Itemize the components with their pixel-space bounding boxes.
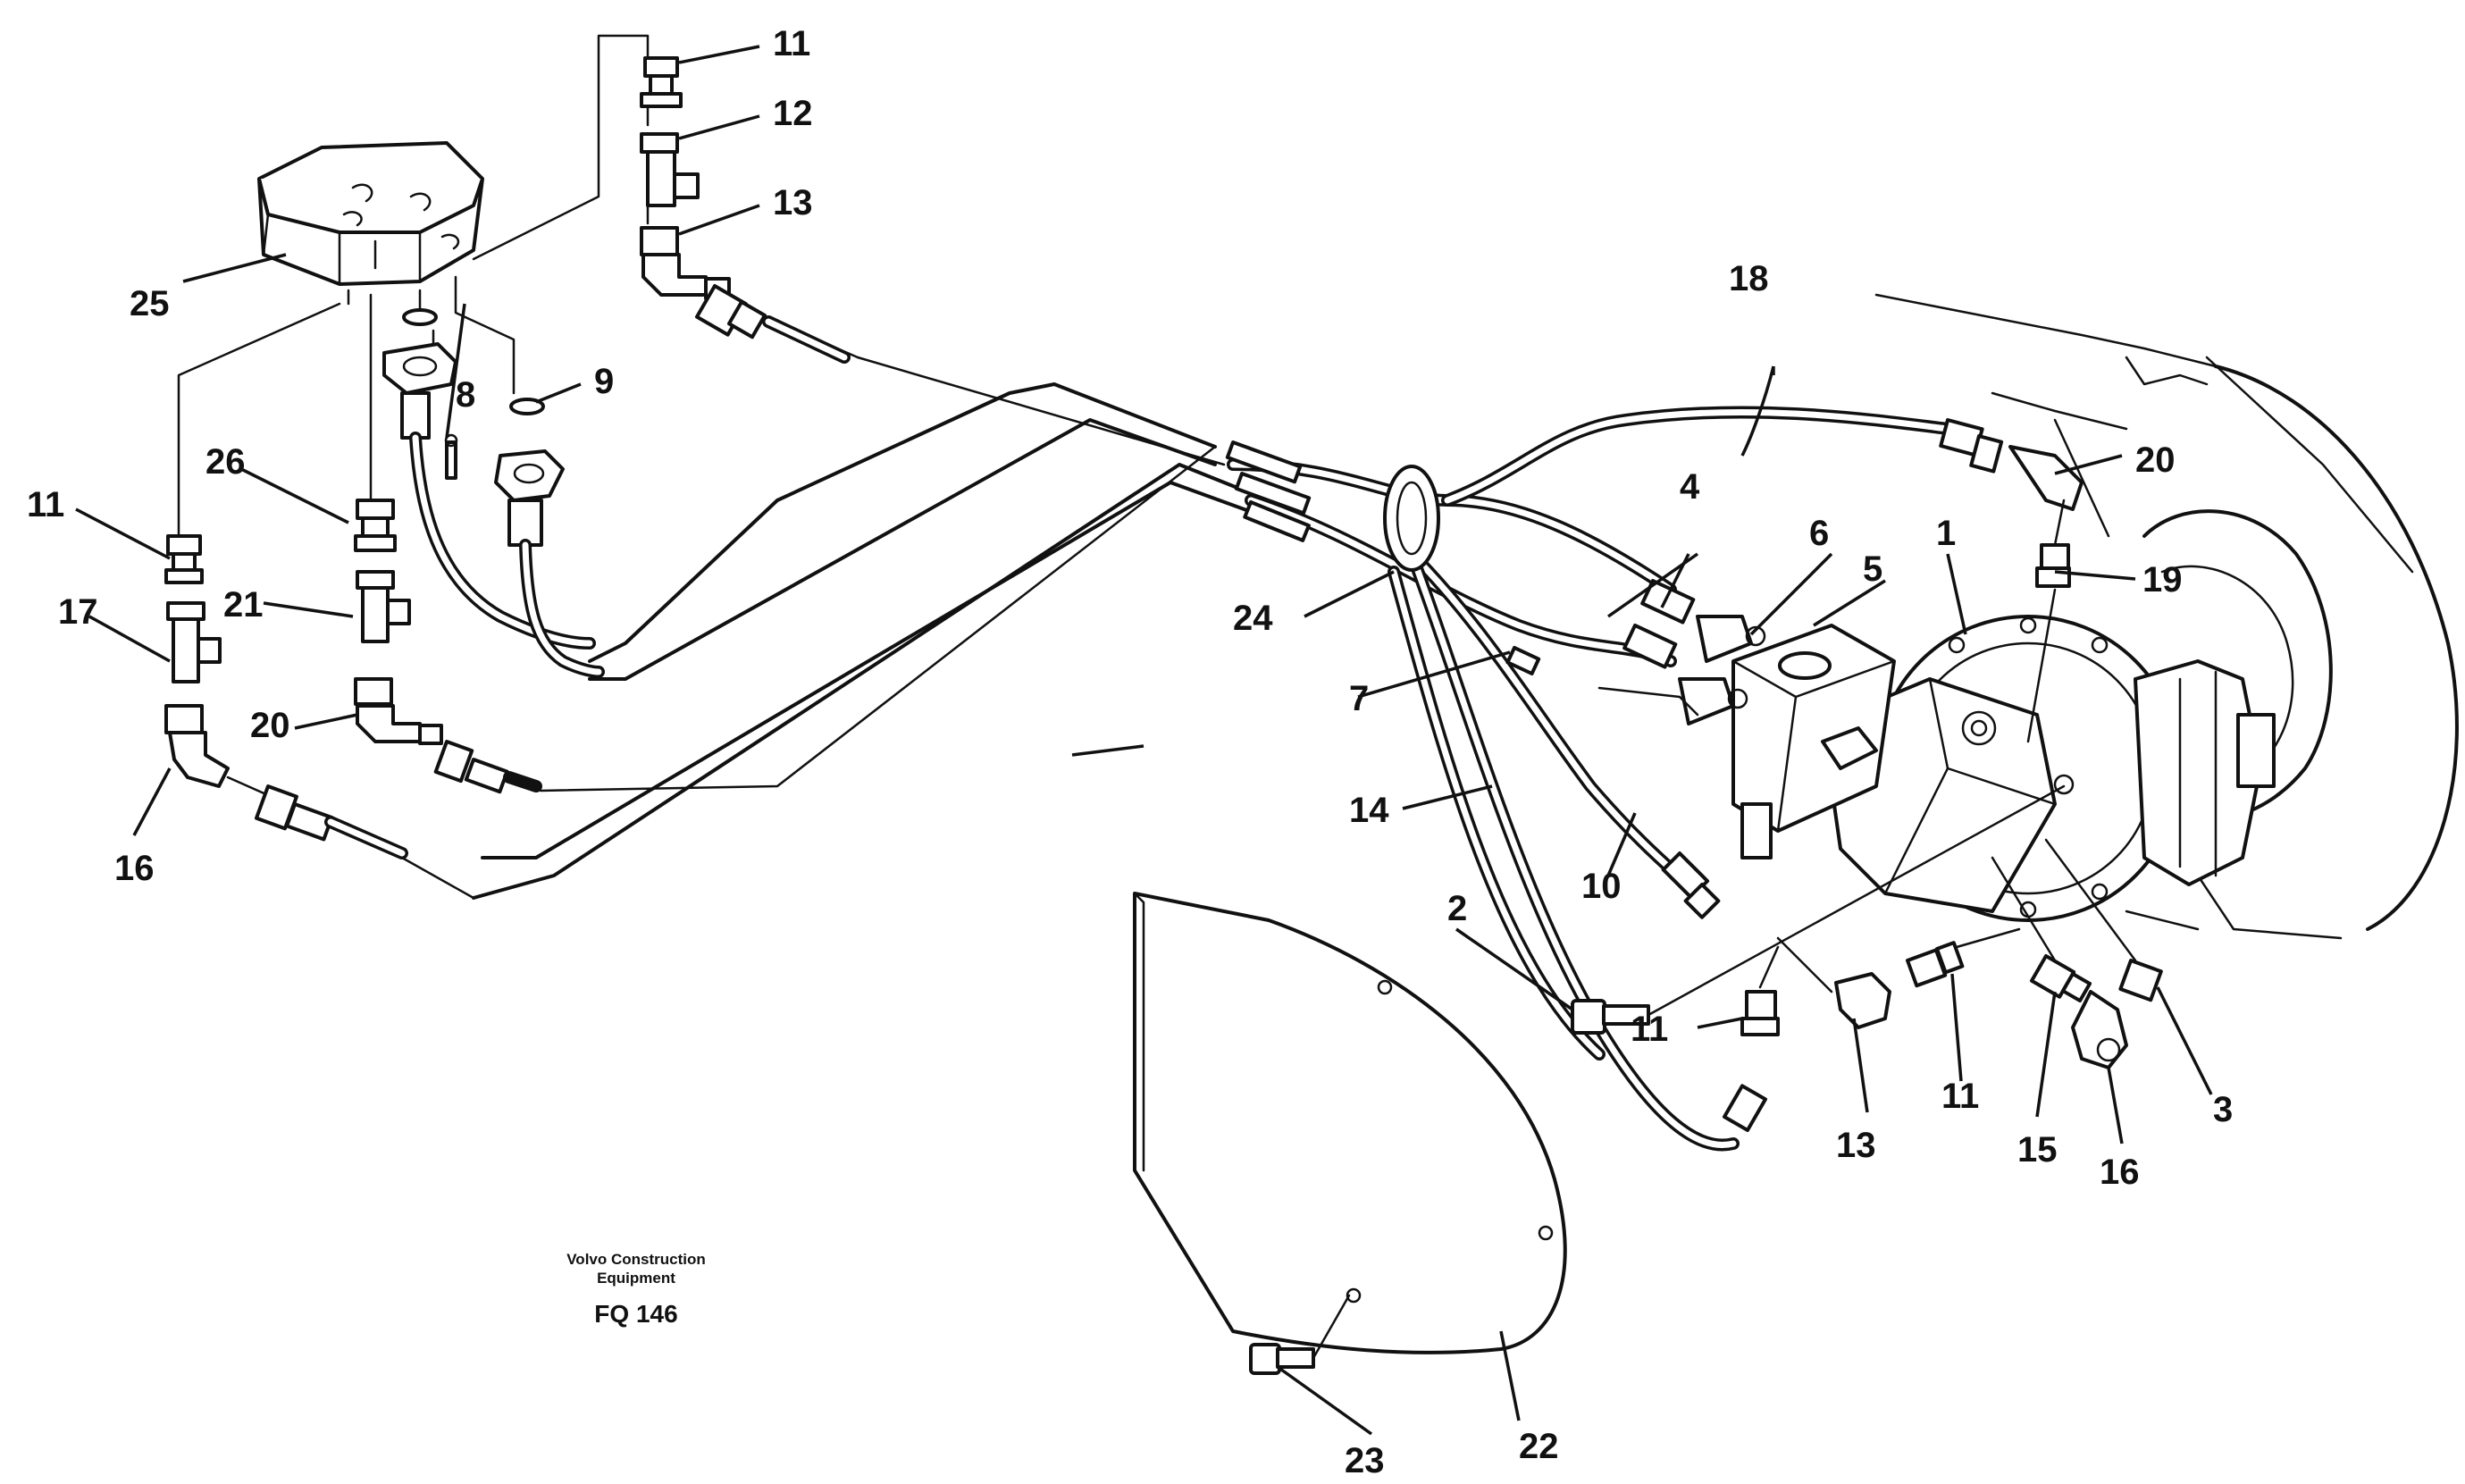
leader-lines bbox=[75, 45, 2213, 1436]
callout-3: 3 bbox=[2213, 1090, 2233, 1129]
callout-25: 25 bbox=[130, 284, 170, 323]
fittings-top-column bbox=[640, 56, 851, 364]
caption-company-line1: Volvo Construction bbox=[566, 1251, 706, 1268]
cover-plate bbox=[1133, 892, 1567, 1354]
fittings-right-bottom bbox=[1571, 774, 2163, 1069]
callout-16-left: 16 bbox=[114, 849, 155, 888]
callout-5: 5 bbox=[1863, 549, 1882, 589]
callout-15: 15 bbox=[2017, 1130, 2058, 1170]
callout-9: 9 bbox=[594, 362, 614, 401]
callout-23: 23 bbox=[1345, 1441, 1385, 1480]
fittings-right-top bbox=[1939, 418, 2084, 743]
hydraulic-tank bbox=[257, 141, 484, 286]
diagram-caption: Volvo Construction Equipment FQ 146 bbox=[566, 1251, 706, 1328]
callout-4: 4 bbox=[1680, 467, 1700, 507]
callout-17: 17 bbox=[58, 592, 98, 632]
callout-12: 12 bbox=[773, 94, 813, 133]
callout-26: 26 bbox=[205, 442, 246, 482]
callout-20-right: 20 bbox=[2135, 440, 2176, 480]
callout-20-left: 20 bbox=[250, 706, 290, 745]
travel-motor-assembly bbox=[1731, 615, 2276, 922]
callout-11-top: 11 bbox=[773, 24, 810, 63]
callout-16-right: 16 bbox=[2100, 1153, 2140, 1192]
callout-13-bottom: 13 bbox=[1836, 1126, 1876, 1165]
callout-8: 8 bbox=[456, 375, 475, 415]
callout-14: 14 bbox=[1349, 791, 1389, 830]
callout-10: 10 bbox=[1581, 867, 1622, 906]
callout-11-left: 11 bbox=[27, 485, 64, 524]
callout-18: 18 bbox=[1729, 259, 1769, 298]
callout-21: 21 bbox=[223, 585, 264, 625]
track-frame bbox=[1874, 293, 2459, 940]
tank-outlet-fittings bbox=[382, 308, 605, 678]
callout-11-bottom: 11 bbox=[1631, 1010, 1668, 1049]
callout-2: 2 bbox=[1447, 889, 1467, 928]
callout-labels: 11 12 13 25 8 9 26 11 17 21 20 16 18 20 … bbox=[27, 24, 2233, 1480]
callout-1: 1 bbox=[1936, 514, 1956, 553]
plate-bolt bbox=[1249, 1294, 1351, 1375]
callout-13-top: 13 bbox=[773, 183, 813, 222]
callout-24: 24 bbox=[1233, 599, 1273, 638]
hose-bundle bbox=[472, 382, 1954, 1152]
fittings-middle-column bbox=[354, 445, 1217, 794]
callout-19: 19 bbox=[2142, 560, 2183, 599]
fittings-left-column bbox=[164, 534, 475, 900]
caption-diagram-code: FQ 146 bbox=[594, 1300, 677, 1328]
callout-11-right: 11 bbox=[1941, 1077, 1979, 1116]
callout-22: 22 bbox=[1519, 1427, 1559, 1466]
callout-6: 6 bbox=[1809, 514, 1829, 553]
callout-7: 7 bbox=[1349, 679, 1369, 718]
caption-company-line2: Equipment bbox=[597, 1270, 675, 1287]
